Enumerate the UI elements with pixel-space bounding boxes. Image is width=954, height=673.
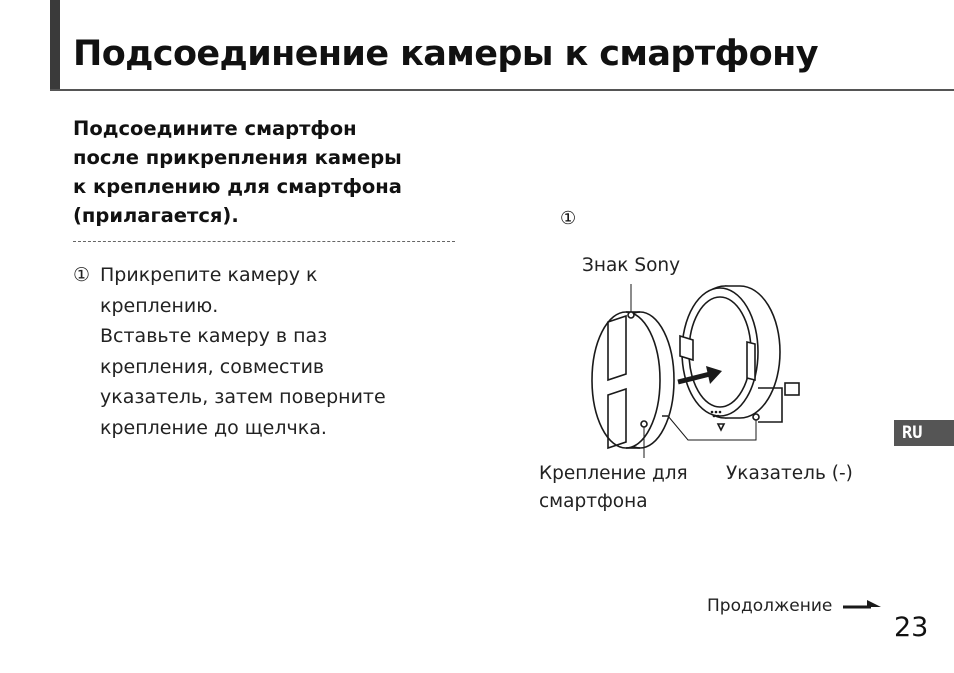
mount-dot <box>640 420 648 428</box>
camera-tab-right <box>746 340 756 382</box>
camera-tab-left <box>679 334 694 362</box>
index-leader <box>667 415 757 441</box>
figure-number: ① <box>560 208 577 229</box>
subheading-line: Подсоедините смартфон <box>73 117 357 140</box>
mount-label-line: смартфона <box>539 491 648 512</box>
mount-label-line: Крепление для <box>539 463 688 484</box>
camera-speaker-dots <box>710 410 722 418</box>
sony-mark-dot <box>627 311 635 319</box>
continue-label: Продолжение <box>707 596 833 616</box>
index-dot <box>752 413 760 421</box>
step-line: крепления, совместив <box>100 355 325 378</box>
page-number: 23 <box>894 612 929 643</box>
sony-mark-label: Знак Sony <box>582 255 681 276</box>
camera-mount-illustration <box>591 284 800 458</box>
step-number: ① <box>73 264 91 286</box>
step-line: крепление до щелчка. <box>100 416 327 439</box>
index-label: Указатель (-) <box>726 463 853 484</box>
page-title: Подсоединение камеры к смартфону <box>73 34 819 74</box>
language-tab: RU <box>894 420 954 446</box>
camera-strap-box <box>758 387 783 423</box>
instruction-step: ① Прикрепите камеру к креплению. Вставьт… <box>73 260 433 443</box>
mount-clamp <box>607 387 627 450</box>
insert-arrow-head <box>706 366 722 384</box>
step-text: Прикрепите камеру к креплению. Вставьте … <box>100 260 433 443</box>
subheading-line: после прикрепления камеры <box>73 146 402 169</box>
mount-label: Крепление для смартфона <box>539 460 688 516</box>
step-line: Вставьте камеру в паз <box>100 325 328 347</box>
insert-arrow <box>677 371 711 385</box>
camera-index-triangle <box>716 423 726 432</box>
section-subheading: Подсоедините смартфон после прикрепления… <box>73 114 463 230</box>
step-line: указатель, затем поверните <box>100 386 386 408</box>
step-line: креплению. <box>100 294 219 317</box>
subheading-line: (прилагается). <box>73 204 239 227</box>
step-line: Прикрепите камеру к <box>100 264 318 286</box>
title-accent-bar <box>50 0 60 90</box>
title-underline <box>50 89 954 91</box>
subheading-line: к креплению для смартфона <box>73 175 402 198</box>
mount-notch <box>607 314 627 382</box>
camera-button <box>784 382 800 396</box>
continue-arrow-icon <box>843 600 881 609</box>
dashed-divider <box>73 241 455 242</box>
